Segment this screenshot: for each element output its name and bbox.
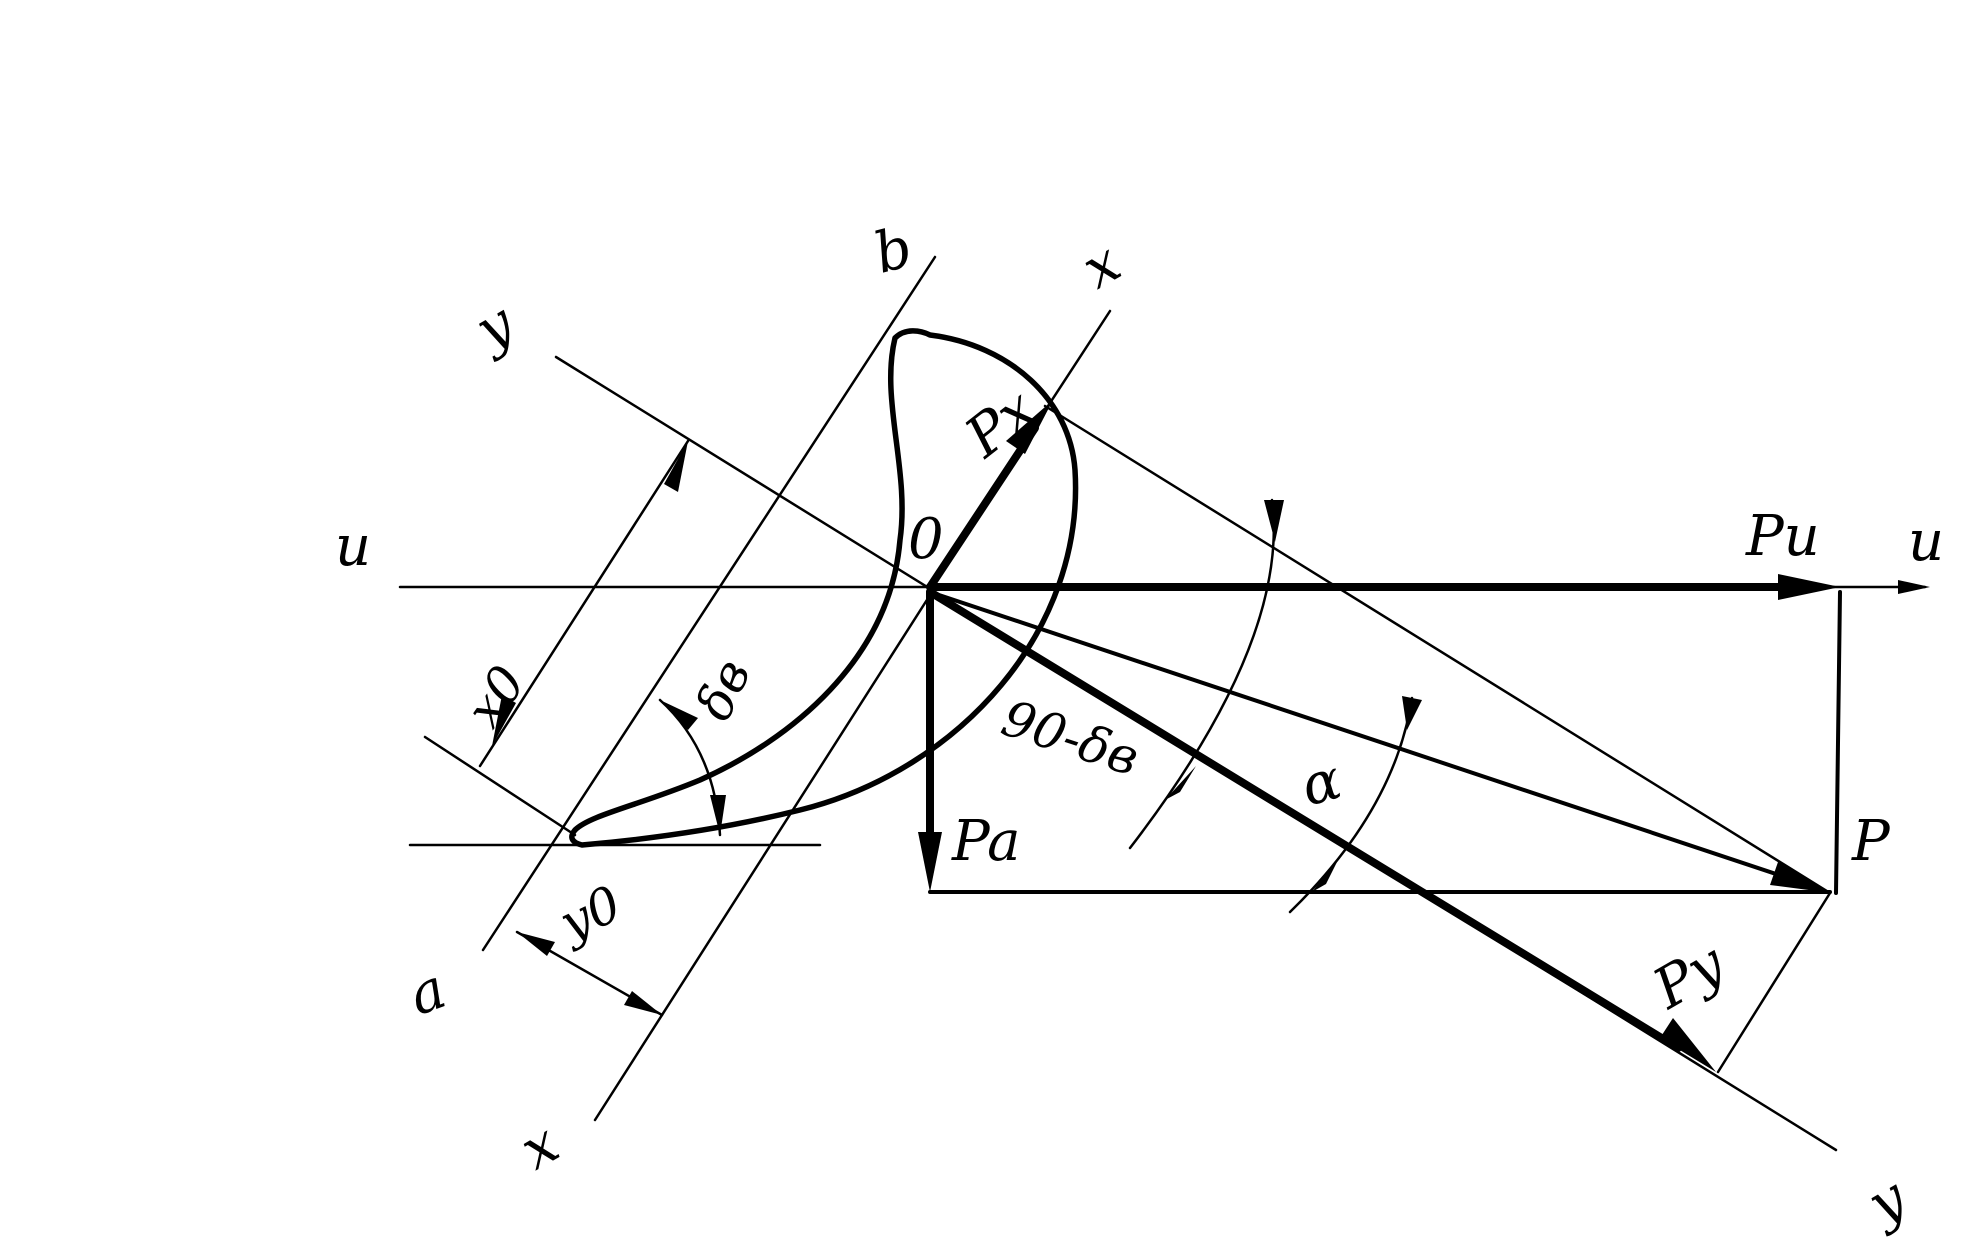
x0-arrowhead-bottom: [492, 695, 516, 746]
label-y0: y0: [549, 875, 630, 954]
ninety-minus-delta-arc: [1128, 498, 1276, 850]
y0-arrowhead-left: [517, 932, 555, 956]
label-y-bottom: y: [1855, 1165, 1919, 1239]
label-u-right: u: [1908, 509, 1944, 574]
chord-line-ab: [481, 255, 937, 952]
u-axis-arrowhead: [1898, 580, 1930, 594]
px-arrowhead: [1006, 400, 1053, 454]
p-resultant-vector: [928, 590, 1802, 884]
label-ninety-minus-delta: 90-δв: [995, 689, 1146, 787]
x-axis-parallel-line: [593, 590, 934, 1122]
label-u-left: u: [335, 514, 371, 579]
ninety-minus-delta-arrowhead-bottom: [1165, 766, 1196, 800]
label-alpha: α: [1295, 747, 1348, 820]
alpha-arrowhead-bottom: [1312, 856, 1340, 892]
blade-profile: [569, 328, 1079, 848]
label-x0: x0: [455, 655, 537, 737]
py-vector: [926, 588, 1682, 1052]
alpha-arrowhead-top: [1402, 696, 1422, 730]
label-Py: Py: [1642, 930, 1737, 1022]
px-projection-line: [1043, 404, 1832, 895]
delta-b-arrowhead-bottom: [710, 795, 726, 835]
leading-edge-y-parallel: [423, 735, 577, 837]
y0-arrowhead-right: [624, 991, 662, 1015]
alpha-angle-arc: [1288, 696, 1414, 914]
px-vector: [926, 424, 1039, 591]
p-arrowhead: [1770, 862, 1832, 893]
ninety-minus-delta-arrowhead-top: [1264, 500, 1284, 542]
label-delta-b: δв: [685, 651, 763, 729]
x0-arrowhead-top: [664, 441, 688, 492]
label-x-top: x: [1072, 230, 1132, 302]
p-to-py-line: [1716, 891, 1832, 1074]
label-a: a: [401, 956, 455, 1029]
label-x-bottom: x: [510, 1111, 570, 1183]
label-b: b: [867, 215, 918, 287]
label-Pa: Pa: [951, 809, 1021, 874]
py-arrowhead: [1660, 1018, 1716, 1072]
x0-dimension-line: [478, 439, 690, 768]
pu-arrowhead: [1778, 574, 1840, 600]
pu-vertical-line: [1834, 590, 1842, 895]
label-origin: 0: [908, 507, 944, 572]
pa-arrowhead: [918, 832, 942, 892]
label-Px: Px: [953, 376, 1048, 470]
delta-b-arrowhead-top: [660, 700, 698, 730]
label-Pu: Pu: [1745, 504, 1820, 569]
label-P: P: [1851, 809, 1891, 874]
label-y-top: y: [462, 290, 526, 364]
